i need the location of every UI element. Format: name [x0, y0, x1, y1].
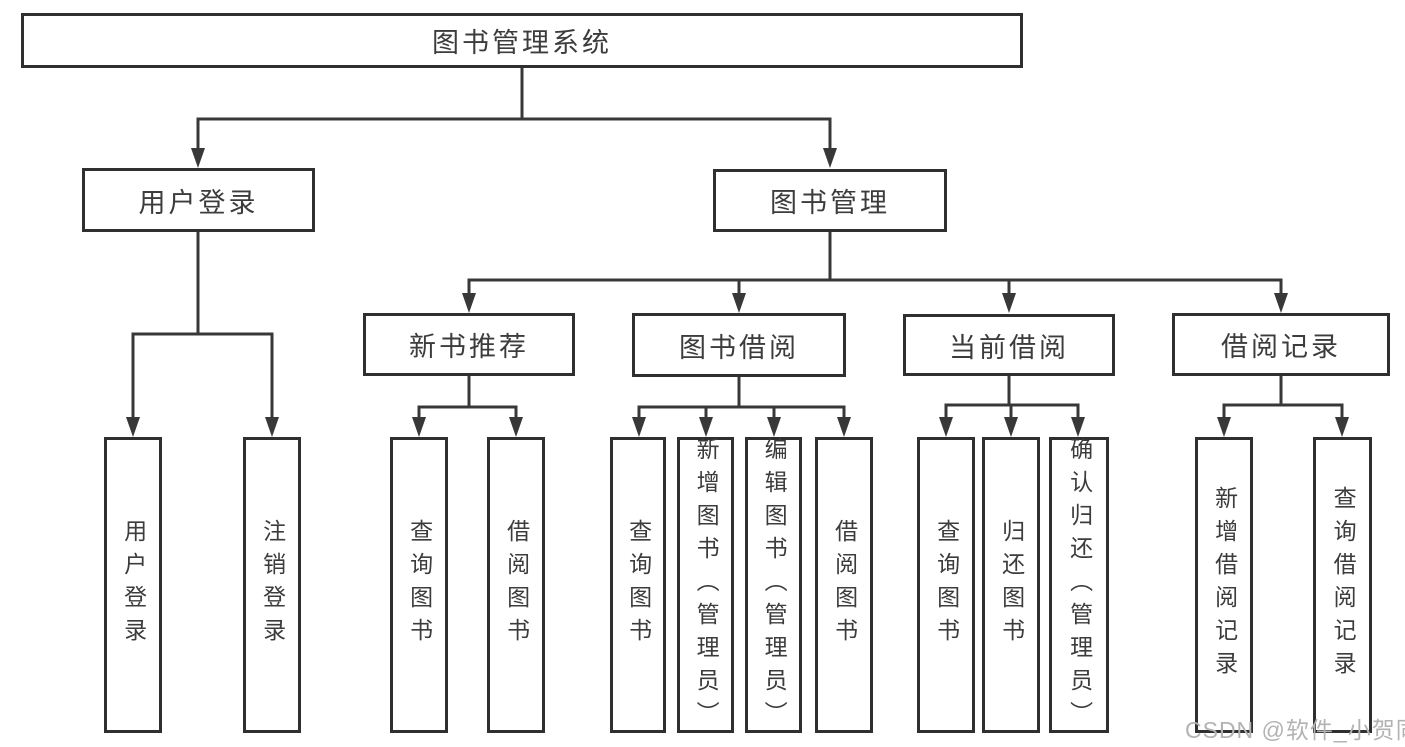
leaf-label: 用户登录 [120, 519, 147, 651]
leaf-label: 查询图书 [625, 519, 652, 651]
leaf-user-login: 用户登录 [104, 437, 162, 733]
node-borrow-records: 借阅记录 [1172, 313, 1390, 376]
leaf-label: 查询图书 [933, 519, 960, 651]
leaf-add-book-admin: 新增图书（管理员） [677, 436, 734, 734]
leaf-confirm-return-admin: 确认归还（管理员） [1049, 436, 1109, 734]
leaf-label: 借阅图书 [831, 519, 858, 651]
leaf-query-books-recommend: 查询图书 [390, 437, 448, 733]
leaf-query-books-current: 查询图书 [917, 437, 975, 733]
leaf-return-book: 归还图书 [982, 437, 1040, 733]
leaf-logout: 注销登录 [243, 437, 301, 733]
node-book-management: 图书管理 [713, 169, 947, 232]
node-book-borrowing: 图书借阅 [632, 313, 846, 377]
leaf-edit-book-admin: 编辑图书（管理员） [745, 436, 802, 734]
leaf-label: 编辑图书（管理员） [761, 436, 788, 734]
leaf-label: 查询图书 [406, 519, 433, 651]
leaf-label: 新增图书（管理员） [693, 436, 720, 734]
leaf-label: 新增借阅记录 [1211, 486, 1238, 684]
leaf-borrow-books-recommend: 借阅图书 [487, 437, 545, 733]
leaf-query-borrow-record: 查询借阅记录 [1313, 437, 1372, 733]
leaf-label: 注销登录 [259, 519, 286, 651]
leaf-label: 查询借阅记录 [1330, 486, 1357, 684]
node-new-book-recommend: 新书推荐 [363, 313, 575, 376]
node-current-borrowing: 当前借阅 [903, 314, 1115, 376]
leaf-label: 归还图书 [998, 519, 1025, 651]
node-user-login: 用户登录 [82, 168, 315, 232]
csdn-watermark: CSDN @软件_小贺同学 [1185, 717, 1405, 743]
leaf-label: 借阅图书 [503, 519, 530, 651]
node-root-system: 图书管理系统 [21, 13, 1023, 68]
leaf-label: 确认归还（管理员） [1066, 436, 1093, 734]
leaf-add-borrow-record: 新增借阅记录 [1195, 437, 1253, 733]
leaf-query-books-borrowing: 查询图书 [610, 437, 666, 733]
leaf-borrow-books-borrowing: 借阅图书 [815, 437, 873, 733]
